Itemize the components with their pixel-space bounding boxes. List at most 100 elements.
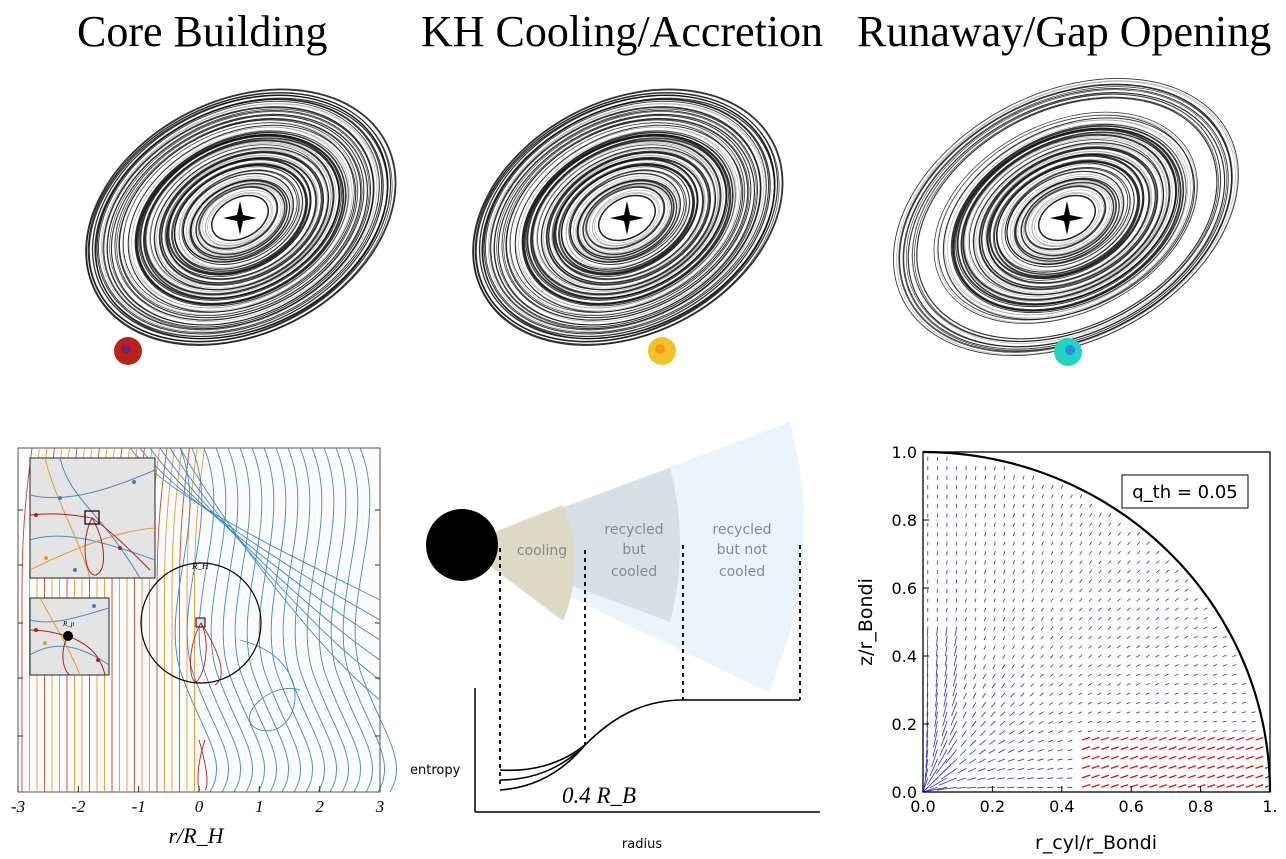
quiver-arrow <box>967 786 977 789</box>
quiver-arrow <box>1107 569 1112 574</box>
quiver-arrow <box>973 664 977 670</box>
quiver-arrow <box>1059 607 1064 612</box>
star-icon <box>1050 201 1084 235</box>
quiver-arrow <box>1050 522 1054 527</box>
quiver-arrow <box>1079 579 1083 584</box>
quiver-arrow <box>1158 736 1167 741</box>
quiver-arrow <box>972 692 977 699</box>
quiver-arrow <box>1049 692 1054 696</box>
quiver-arrow <box>1145 635 1150 639</box>
quiver-arrow <box>1047 749 1054 752</box>
quiver-arrow <box>1077 730 1083 733</box>
quiver-arrow <box>993 588 996 593</box>
quiver-arrow <box>974 513 977 518</box>
quiver-arrow <box>1226 755 1235 760</box>
quiver-arrow <box>965 522 967 527</box>
quiver-arrow <box>955 588 958 594</box>
quiver-arrow <box>1049 683 1054 687</box>
quiver-arrow <box>1126 692 1131 695</box>
quiver-arrow <box>940 730 948 747</box>
quiver-arrow <box>1039 701 1044 706</box>
quiver-arrow <box>1155 673 1160 677</box>
quiver-arrow <box>1060 560 1064 565</box>
quiver-arrow <box>1089 513 1093 518</box>
quiver-arrow <box>978 758 986 764</box>
title-core-building: Core Building <box>77 7 328 56</box>
quiver-arrow <box>1245 774 1254 779</box>
quiver-arrow <box>1106 720 1112 724</box>
quiver-arrow <box>1069 550 1073 555</box>
quiver-arrow <box>1226 784 1235 788</box>
quiver-ytick: 0.0 <box>892 783 917 802</box>
legend-label: q_th = 0.05 <box>1132 482 1238 503</box>
quiver-arrow <box>1155 730 1160 733</box>
quiver-arrow <box>1232 730 1237 732</box>
quiver-arrow <box>1216 755 1225 760</box>
quiver-arrow <box>1022 541 1025 546</box>
quiver-arrow <box>1116 711 1121 714</box>
quiver-arrow <box>1136 607 1141 611</box>
quiver-arrow <box>1078 664 1083 668</box>
quiver-arrow <box>1117 550 1121 555</box>
quiver-arrow <box>1069 569 1073 574</box>
quiver-arrow <box>1031 522 1035 527</box>
quiver-arrow <box>1174 635 1179 639</box>
quiver-arrow <box>925 740 929 758</box>
quiver-arrow <box>923 777 929 792</box>
quiver-arrow <box>974 551 977 556</box>
quiver-arrow <box>1107 607 1112 612</box>
quiver-arrow <box>1203 616 1208 620</box>
quiver-arrow <box>983 607 987 612</box>
quiver-arrow <box>1070 532 1073 537</box>
quiver-arrow <box>1222 664 1227 667</box>
quiver-arrow <box>1031 579 1035 584</box>
quiver-arrow <box>1047 767 1054 770</box>
quiver-arrow <box>964 654 967 661</box>
quiver-arrow <box>1184 607 1189 611</box>
quiver-arrow <box>1194 616 1198 620</box>
quiver-arrow <box>1232 692 1237 695</box>
quiver-arrow <box>991 683 996 689</box>
quiver-arrow <box>1149 755 1158 760</box>
quiver-arrow <box>1146 541 1150 546</box>
quiver-arrow <box>1139 746 1148 751</box>
quiver-arrow <box>1070 513 1073 518</box>
quiver-arrow <box>982 683 986 689</box>
quiver-arrow <box>1057 758 1063 761</box>
quiver-arrow <box>1168 765 1177 770</box>
quiver-arrow <box>1130 736 1139 741</box>
quiver-arrow <box>1039 692 1044 697</box>
quiver-arrow <box>1184 664 1189 667</box>
quiver-arrow <box>1022 579 1025 584</box>
quiver-arrow <box>965 503 967 509</box>
quiver-arrow <box>1127 588 1131 593</box>
quiver-arrow <box>1107 683 1112 686</box>
quiver-arrow <box>1187 736 1196 741</box>
quiver-arrow <box>1236 784 1245 788</box>
quiver-arrow <box>1060 513 1064 518</box>
quiver-arrow <box>1022 494 1025 499</box>
quiver-arrow <box>1127 550 1131 555</box>
quiver-arrow <box>1060 522 1064 527</box>
quiver-arrow <box>1059 626 1064 631</box>
quiver-arrow <box>1136 588 1141 593</box>
quiver-arrow <box>953 645 958 657</box>
quiver-arrow <box>1098 588 1102 593</box>
quiver-arrow <box>1165 588 1170 592</box>
quiver-arrow <box>1197 784 1206 788</box>
quiver-arrow <box>1241 720 1246 723</box>
quiver-arrow <box>988 749 996 754</box>
quiver-arrow <box>1048 711 1054 715</box>
quiver-arrow <box>1050 598 1054 603</box>
quiver-arrow <box>1216 746 1225 751</box>
quiver-arrow <box>1149 774 1158 779</box>
quiver-arrow <box>1168 746 1177 751</box>
quiver-arrow <box>1022 588 1025 593</box>
quiver-arrow <box>1009 711 1015 717</box>
quiver-arrow <box>1232 711 1237 714</box>
quiver-arrow <box>1022 560 1025 565</box>
quiver-arrow <box>945 626 948 637</box>
quiver-arrow <box>1175 569 1179 574</box>
quiver-arrow <box>1098 579 1102 583</box>
